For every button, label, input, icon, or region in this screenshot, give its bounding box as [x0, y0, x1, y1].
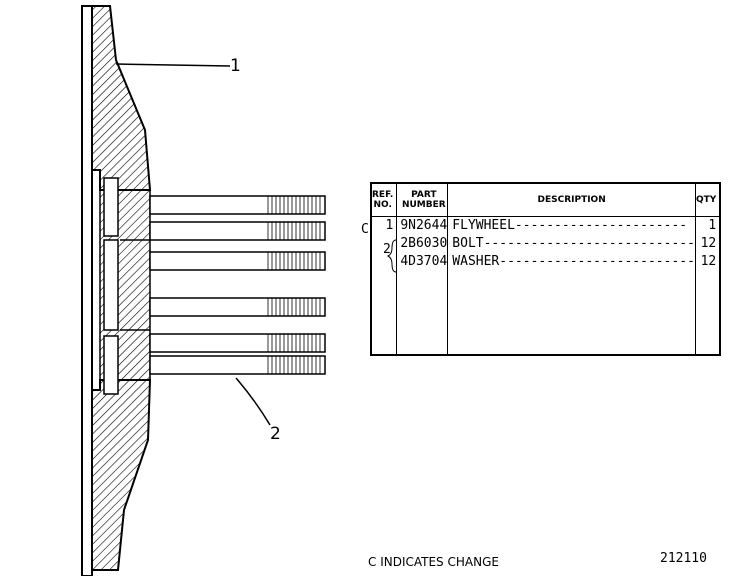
qty-cell: 12 [700, 254, 717, 269]
parts-table: REF. NO. PART NUMBER DESCRIPTION QTY 1 9… [370, 182, 722, 356]
header-ref-no: REF. NO. [370, 183, 398, 217]
part-column: 9N2644 2B6030 4D3704 [396, 216, 449, 355]
brace-ref-number: 2 [383, 242, 391, 257]
ref-cell: 1 [385, 218, 394, 233]
header-description: DESCRIPTION [447, 183, 696, 217]
qty-cell: 12 [700, 236, 717, 251]
bolt [149, 333, 326, 353]
desc-cell: WASHER------------------------- [452, 254, 695, 269]
leader-line-1 [115, 63, 231, 67]
desc-cell: FLYWHEEL---------------------- [452, 218, 688, 233]
callout-2: 2 [270, 424, 281, 444]
bolt-group [149, 195, 326, 375]
part-cell: 4D3704 [400, 254, 448, 269]
header-part-number: PART NUMBER [396, 183, 449, 217]
bolt [149, 195, 326, 215]
flywheel-section [81, 5, 152, 576]
qty-cell: 1 [708, 218, 717, 233]
bolt [149, 251, 326, 271]
part-cell: 2B6030 [400, 236, 448, 251]
bolt [149, 297, 326, 317]
change-legend: C INDICATES CHANGE [368, 555, 499, 569]
header-qty: QTY [694, 183, 721, 217]
part-cell: 9N2644 [400, 218, 448, 233]
desc-cell: BOLT--------------------------- [452, 236, 695, 251]
change-indicator: C [361, 222, 369, 237]
callout-1: 1 [230, 56, 241, 76]
ref-column: 1 [370, 216, 398, 355]
figure-number: 212110 [660, 551, 707, 566]
bolt [149, 221, 326, 241]
bolt [149, 355, 326, 375]
qty-column: 1 12 12 [694, 216, 721, 355]
description-column: FLYWHEEL---------------------- BOLT-----… [447, 216, 696, 355]
leader-line-2 [235, 377, 271, 426]
